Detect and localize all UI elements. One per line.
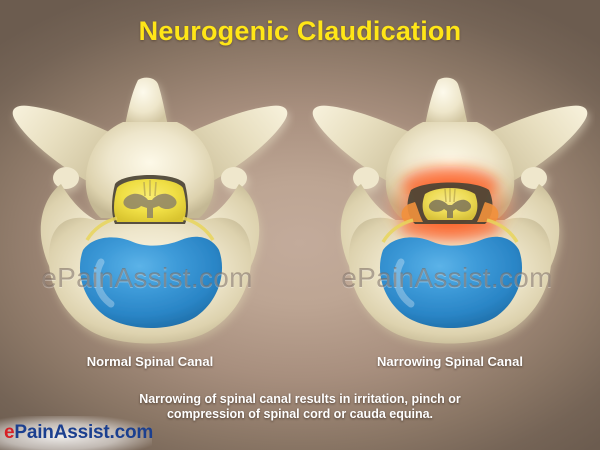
spinous-process — [125, 77, 168, 126]
caption-line-1: Narrowing of spinal canal results in irr… — [139, 392, 461, 406]
spinal-cord-compressed — [401, 188, 499, 222]
page-title: Neurogenic Claudication — [138, 16, 462, 46]
articular-facet-left — [353, 167, 379, 189]
spinous-process — [425, 77, 468, 126]
logo-prefix: e — [4, 422, 15, 443]
nerve-roots — [381, 218, 519, 243]
disc-highlight — [93, 258, 115, 308]
caption-block: Narrowing of spinal canal results in irr… — [0, 392, 600, 422]
articular-facet-right — [521, 167, 547, 189]
disc-highlight — [393, 258, 415, 308]
label-normal-spinal-canal: Normal Spinal Canal — [86, 354, 214, 369]
vertebra-normal-figure — [5, 72, 295, 352]
articular-facet-left — [53, 167, 79, 189]
spinal-cord-normal — [114, 179, 186, 222]
logo-text: PainAssist.com — [14, 422, 154, 443]
intervertebral-disc — [79, 236, 223, 328]
vertebra-body-normal — [12, 77, 288, 344]
vertebra-narrowing-figure — [305, 72, 595, 352]
label-narrowing-spinal-canal: Narrowing Spinal Canal — [377, 354, 523, 369]
vertebra-body-narrowing — [312, 77, 588, 344]
articular-facet-right — [221, 167, 247, 189]
intervertebral-disc — [379, 236, 523, 328]
epainassist-logo[interactable]: ePainAssist.com — [4, 422, 153, 444]
nerve-roots — [85, 216, 215, 241]
caption-line-2: compression of spinal cord or cauda equi… — [166, 407, 434, 421]
